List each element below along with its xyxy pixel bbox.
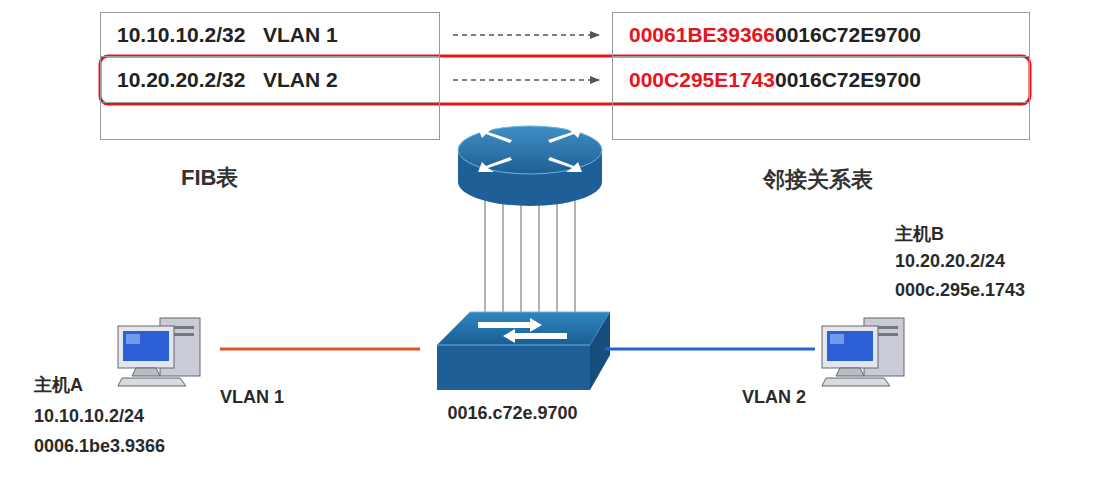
adjacency-row: 00061BE393660016C72E9700: [613, 13, 1029, 57]
vlan-label: VLAN 2: [740, 387, 808, 408]
host-a: 主机A 10.10.10.2/24 0006.1be3.9366: [28, 300, 220, 460]
router-icon: [458, 126, 602, 206]
table-heading: FIB表: [181, 163, 238, 193]
link-line: [220, 348, 420, 351]
lookup-arrow: [453, 34, 599, 35]
table-cell: 10.20.20.2/32 VLAN 2: [117, 68, 338, 91]
fib-row: 10.20.20.2/32 VLAN 2: [101, 57, 439, 103]
host-b-computer: [822, 318, 904, 386]
node-label: 主机B: [895, 222, 944, 246]
vlan-label: VLAN 1: [218, 387, 286, 408]
host-b: 主机B 10.20.20.2/24 000c.295e.1743: [815, 218, 1100, 398]
table-cell: 0016C72E9700: [775, 23, 921, 46]
table-cell: 10.10.10.2/32 VLAN 1: [117, 23, 338, 46]
link-line: [605, 348, 815, 351]
node-label: 000c.295e.1743: [895, 280, 1025, 301]
node-label: 0016.c72e.9700: [420, 403, 605, 424]
table-heading: 邻接关系表: [763, 165, 873, 195]
switch: 0016.c72e.9700: [420, 300, 605, 426]
switch-icon: [437, 312, 610, 390]
fib-row: 10.10.10.2/32 VLAN 1: [101, 13, 439, 57]
node-label: 0006.1be3.9366: [34, 436, 165, 457]
node-label: 10.20.20.2/24: [895, 251, 1005, 272]
host-a-computer: [118, 318, 200, 386]
row-text: 000C295E17430016C72E9700: [629, 68, 921, 92]
highlight-frame: [100, 56, 1030, 104]
node-label: 10.10.10.2/24: [34, 406, 144, 427]
mac-address: 00061BE39366: [629, 23, 775, 46]
row-text: 00061BE393660016C72E9700: [629, 23, 921, 47]
row-text: 10.10.10.2/32 VLAN 1: [117, 23, 338, 47]
table-cell: 0016C72E9700: [775, 68, 921, 91]
adjacency-row: 000C295E17430016C72E9700: [613, 57, 1029, 103]
adjacency-table: 邻接关系表00061BE393660016C72E9700000C295E174…: [612, 12, 1030, 140]
trunk-lines: [485, 200, 575, 312]
lookup-arrow: [453, 79, 599, 80]
node-label: 主机A: [34, 373, 83, 397]
mac-address: 000C295E1743: [629, 68, 775, 91]
row-text: 10.20.20.2/32 VLAN 2: [117, 68, 338, 92]
fib-table: FIB表10.10.10.2/32 VLAN 110.20.20.2/32 VL…: [100, 12, 440, 140]
